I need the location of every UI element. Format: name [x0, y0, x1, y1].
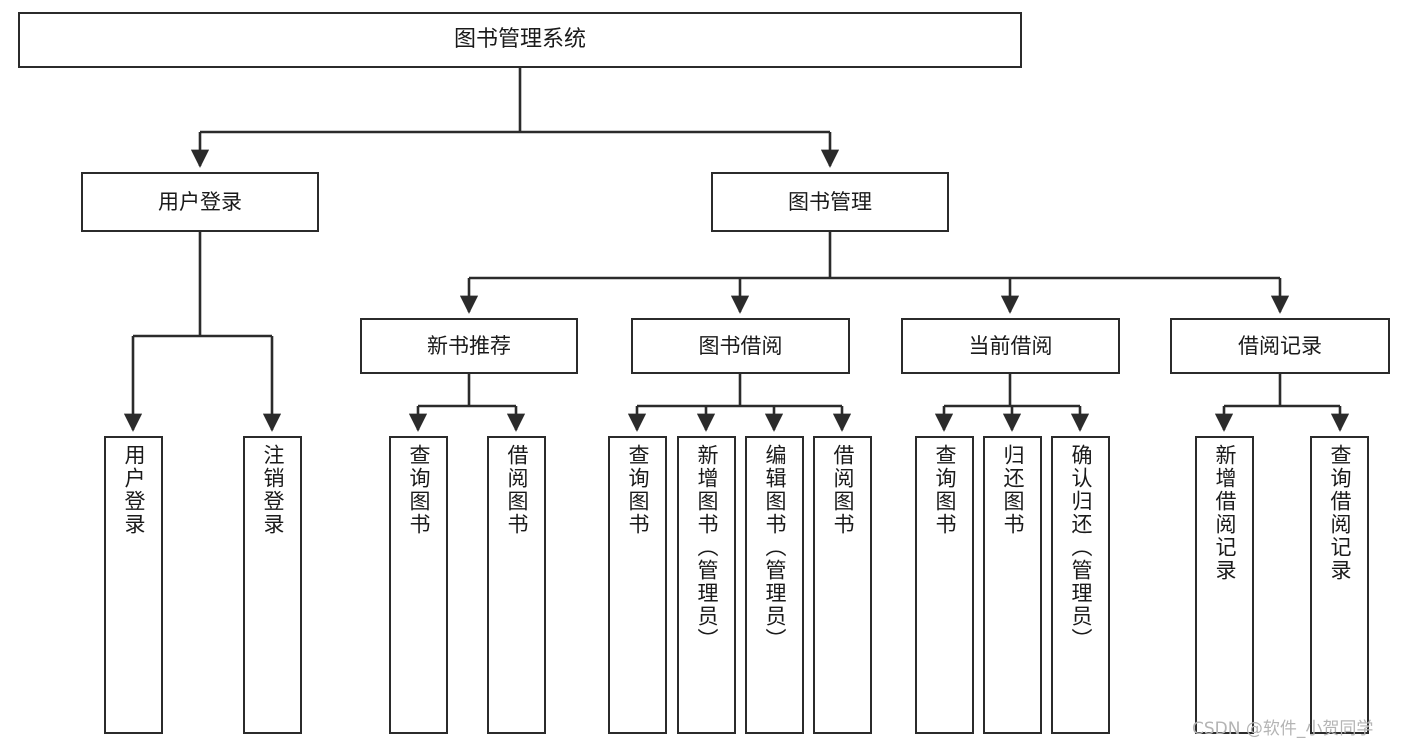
node-current-borrow-label: 当前借阅 [968, 333, 1053, 358]
node-root-label: 图书管理系统 [453, 27, 586, 53]
node-leaf-borrow-book[interactable]: 借阅图书 [813, 436, 872, 734]
csdn-watermark: CSDN @软件_小贺同学 [1192, 719, 1374, 739]
node-leaf-confirm-return[interactable]: 确认归还（管理员） [1051, 436, 1110, 734]
node-leaf-add-book-label: 新增图书（管理员） [695, 444, 719, 651]
node-book-borrow-label: 图书借阅 [698, 333, 783, 358]
node-leaf-query-book-cur-label: 查询图书 [933, 444, 957, 536]
node-leaf-query-book-cur[interactable]: 查询图书 [915, 436, 974, 734]
node-leaf-query-borrow-record[interactable]: 查询借阅记录 [1310, 436, 1369, 734]
node-leaf-borrow-book-rec-label: 借阅图书 [505, 444, 529, 536]
node-leaf-user-logout-label: 注销登录 [261, 444, 285, 536]
node-leaf-user-logout[interactable]: 注销登录 [243, 436, 302, 734]
node-borrow-record[interactable]: 借阅记录 [1170, 318, 1390, 374]
node-leaf-edit-book-label: 编辑图书（管理员） [763, 444, 787, 651]
node-book-manage[interactable]: 图书管理 [711, 172, 949, 232]
node-book-borrow[interactable]: 图书借阅 [631, 318, 850, 374]
node-leaf-query-borrow-record-label: 查询借阅记录 [1328, 444, 1352, 582]
node-leaf-query-book-rec[interactable]: 查询图书 [389, 436, 448, 734]
node-leaf-query-book-rec-label: 查询图书 [407, 444, 431, 536]
node-new-book-recommend[interactable]: 新书推荐 [360, 318, 578, 374]
node-user-login-label: 用户登录 [158, 189, 242, 214]
node-leaf-return-book-label: 归还图书 [1001, 444, 1025, 536]
node-leaf-user-login-label: 用户登录 [122, 444, 146, 536]
node-leaf-user-login[interactable]: 用户登录 [104, 436, 163, 734]
node-leaf-query-book-borrow-label: 查询图书 [626, 444, 650, 536]
node-leaf-borrow-book-label: 借阅图书 [831, 444, 855, 536]
node-leaf-add-borrow-record[interactable]: 新增借阅记录 [1195, 436, 1254, 734]
node-current-borrow[interactable]: 当前借阅 [901, 318, 1120, 374]
node-leaf-edit-book[interactable]: 编辑图书（管理员） [745, 436, 804, 734]
node-leaf-confirm-return-label: 确认归还（管理员） [1069, 444, 1093, 651]
node-user-login[interactable]: 用户登录 [81, 172, 319, 232]
node-root[interactable]: 图书管理系统 [18, 12, 1022, 68]
node-leaf-return-book[interactable]: 归还图书 [983, 436, 1042, 734]
node-leaf-add-borrow-record-label: 新增借阅记录 [1213, 444, 1237, 582]
node-book-manage-label: 图书管理 [788, 189, 872, 214]
node-leaf-add-book[interactable]: 新增图书（管理员） [677, 436, 736, 734]
node-borrow-record-label: 借阅记录 [1238, 333, 1322, 358]
node-leaf-borrow-book-rec[interactable]: 借阅图书 [487, 436, 546, 734]
node-leaf-query-book-borrow[interactable]: 查询图书 [608, 436, 667, 734]
node-new-book-recommend-label: 新书推荐 [427, 333, 511, 358]
